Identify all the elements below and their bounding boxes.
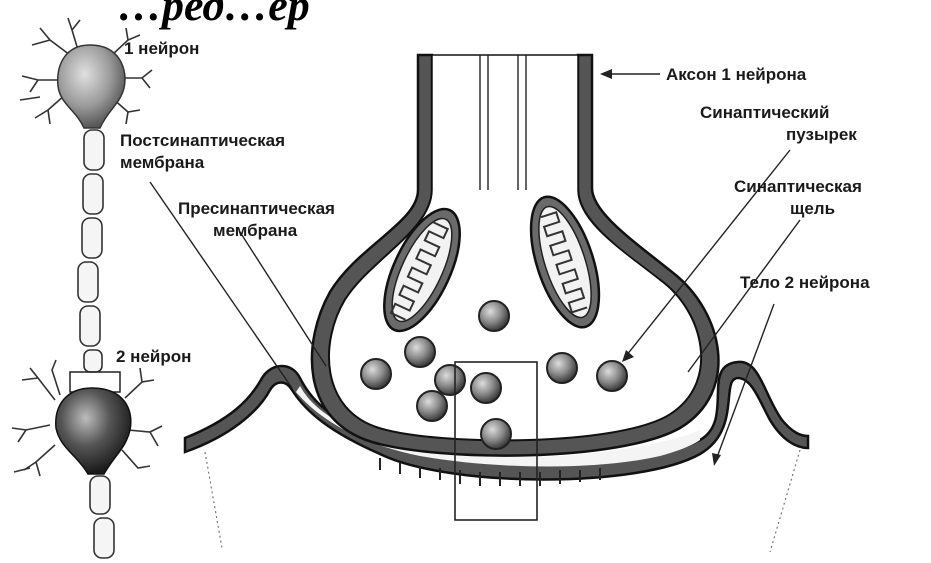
pointer-axon1-arrowhead [600, 69, 612, 79]
vesicle [479, 301, 509, 331]
label-vesicle-line2: пузырек [786, 125, 857, 144]
postsynaptic-body-edge-left [205, 452, 222, 548]
label-cleft-line1: Синаптическая [734, 177, 862, 196]
label-vesicle-line1: Синаптический [700, 103, 829, 122]
vesicle [405, 337, 435, 367]
vesicle [471, 373, 501, 403]
label-postsynaptic-line2: мембрана [120, 153, 205, 172]
vesicle [417, 391, 447, 421]
neuron1-soma [58, 45, 125, 128]
pointer-body2-arrowhead [712, 453, 721, 466]
label-body2: Тело 2 нейрона [740, 273, 870, 292]
label-axon1: Аксон 1 нейрона [666, 65, 807, 84]
label-neuron1: 1 нейрон [124, 39, 199, 58]
synapse-detail [185, 55, 808, 552]
vesicle [361, 359, 391, 389]
vesicle [481, 419, 511, 449]
neuron-chain [12, 18, 162, 558]
title-text: …ред…ер [118, 0, 310, 30]
pointer-presynaptic [240, 232, 326, 366]
vesicle [597, 361, 627, 391]
vesicle [547, 353, 577, 383]
postsynaptic-body-edge-right [770, 450, 800, 552]
pointer-cleft [688, 220, 800, 372]
label-presynaptic-line2: мембрана [213, 221, 298, 240]
vesicle [435, 365, 465, 395]
label-presynaptic-line1: Пресинаптическая [178, 199, 335, 218]
neuron2-axon-segments [90, 476, 114, 558]
label-neuron2: 2 нейрон [116, 347, 191, 366]
axon-segments [78, 130, 104, 372]
neuron2-soma [56, 388, 131, 474]
label-cleft-line2: щель [790, 199, 835, 218]
label-postsynaptic-line1: Постсинаптическая [120, 131, 285, 150]
